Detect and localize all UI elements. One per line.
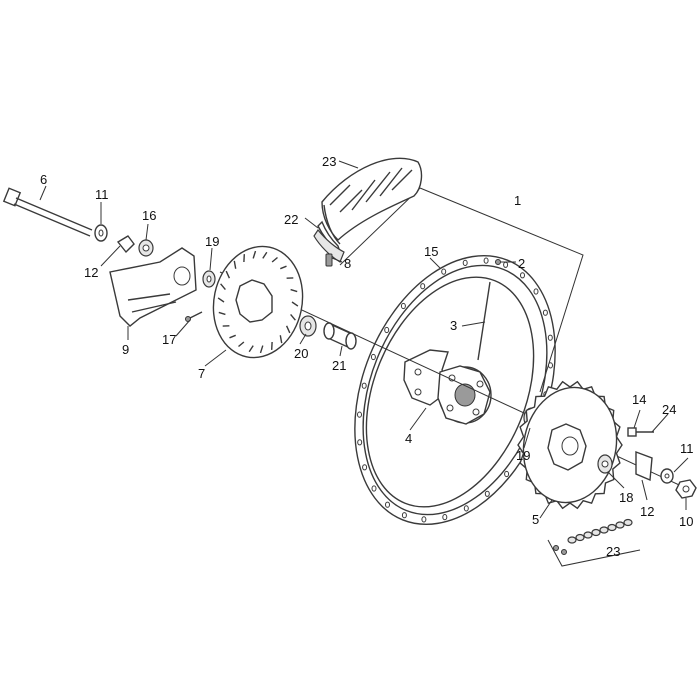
- callout-12-right: 12: [640, 504, 654, 519]
- drive-chain: [547, 518, 641, 567]
- callout-13: 15: [424, 244, 438, 259]
- callout-labels: 6 11 16 12 9 19 17 7 23 22 8 1 2 15 3 20…: [40, 154, 694, 559]
- callout-14: 16: [142, 208, 156, 223]
- callout-12-left: 12: [84, 265, 98, 280]
- hub: [403, 349, 492, 425]
- spoke-nipple: [495, 259, 501, 265]
- callout-21: 22: [284, 212, 298, 227]
- spacer-tube: [323, 322, 357, 350]
- tire: [317, 157, 423, 254]
- callout-1: 1: [514, 193, 521, 208]
- callout-22: 23: [322, 154, 336, 169]
- sprocket-bolt: [627, 427, 654, 437]
- callout-7: 7: [198, 366, 205, 381]
- chain-adjuster: [635, 450, 653, 482]
- callout-19-left: 20: [294, 346, 308, 361]
- sprocket: [517, 380, 623, 510]
- callout-11-left: 11: [95, 187, 109, 202]
- callout-8: 8: [344, 256, 351, 271]
- callout-17: 19: [205, 234, 219, 249]
- inner-tube: [313, 228, 345, 267]
- callout-15: 17: [162, 332, 176, 347]
- callout-24: 24: [662, 402, 676, 417]
- disc-bolt: [185, 311, 203, 322]
- brake-disc: [212, 245, 304, 359]
- leaders: [39, 160, 689, 519]
- callout-20: 21: [332, 358, 346, 373]
- callout-9: 9: [122, 342, 129, 357]
- callout-18: 18: [619, 490, 633, 505]
- callout-2: 2: [518, 256, 525, 271]
- callout-23: 23: [606, 544, 620, 559]
- callout-10: 10: [679, 514, 693, 529]
- spacer-left: [116, 235, 135, 254]
- spoke: [477, 281, 491, 361]
- axle-bolt: [2, 187, 93, 237]
- callout-6: 6: [40, 172, 47, 187]
- callout-16: 14: [632, 392, 646, 407]
- caliper-bracket: [109, 247, 197, 327]
- callout-3: 3: [450, 318, 457, 333]
- callout-11-right: 11: [680, 441, 694, 456]
- callout-5: 5: [532, 512, 539, 527]
- callout-19-right: 19: [516, 448, 530, 463]
- assembly-frame: [339, 187, 584, 393]
- callout-4: 4: [405, 431, 412, 446]
